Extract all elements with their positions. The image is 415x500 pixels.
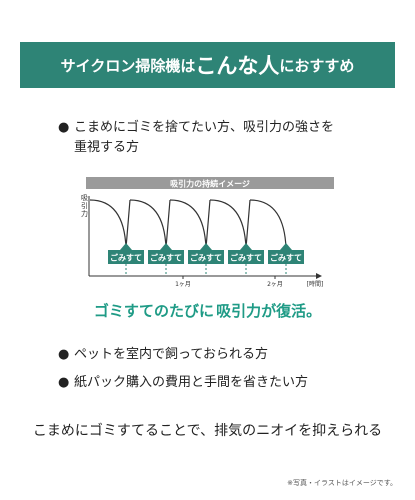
event-pointer-icon <box>280 243 292 250</box>
suction-curves <box>89 199 287 249</box>
x-tick-label-2: 2ヶ月 <box>267 281 283 288</box>
chart-title: 吸引力の持続イメージ <box>170 179 250 189</box>
headline-part3: におすすめ <box>279 56 355 75</box>
event-pointer-icon <box>240 243 252 250</box>
bullet-item-1: ● こまめにゴミを捨てたい方、吸引力の強さを 重視する方 <box>58 118 374 158</box>
headline-part2: こんな人 <box>195 54 280 78</box>
odor-caption: こまめにゴミすてることで、排気のニオイを抑えられる <box>32 423 383 439</box>
event-label-box <box>188 250 224 264</box>
x-axis-arrow-icon <box>316 273 322 279</box>
suction-curve-segment <box>169 199 207 249</box>
y-axis-label-char: 吸 <box>81 194 88 202</box>
x-axis-label: [時間] <box>307 280 324 288</box>
y-axis-label-char: 引 <box>81 201 88 210</box>
bullet-item-3: ● 紙パック購入の費用と手間を省きたい方 <box>58 373 309 393</box>
event-label-box <box>228 250 264 264</box>
bullet-3-line1: 紙パック購入の費用と手間を省きたい方 <box>74 375 309 390</box>
event-label-box <box>148 250 184 264</box>
event-label: ごみすて <box>270 253 302 263</box>
event-pointer-icon <box>120 243 132 250</box>
suction-curve-segment <box>89 199 127 249</box>
y-axis-label: 吸引力 <box>81 194 88 218</box>
image-disclaimer: ※写真・イラストはイメージです。 <box>287 479 397 487</box>
suction-recovery-line <box>245 199 251 249</box>
recovery-caption-part2: 吸引力が復活。 <box>216 302 322 320</box>
bullet-1-line2: 重視する方 <box>74 140 140 155</box>
bullet-item-2: ● ペットを室内で飼っておられる方 <box>58 345 268 365</box>
bullet-dot-icon: ● <box>58 375 70 390</box>
recovery-caption-part1: ゴミすてのたびに <box>93 302 215 320</box>
headline-part1: サイクロン掃除機は <box>60 56 196 75</box>
headline-banner: サイクロン掃除機は こんな人 におすすめ <box>20 42 395 88</box>
event-label: ごみすて <box>190 253 222 263</box>
event-pointer-icon <box>160 243 172 250</box>
event-pointer-icon <box>200 243 212 250</box>
y-axis-label-char: 力 <box>81 209 88 218</box>
event-label: ごみすて <box>150 253 182 263</box>
bullet-dot-icon: ● <box>58 347 70 362</box>
event-label-box <box>268 250 304 264</box>
suction-recovery-line <box>125 199 131 249</box>
recovery-caption: ゴミすてのたびに吸引力が復活。 <box>0 300 415 321</box>
suction-curve-segment <box>129 199 167 249</box>
bullet-2-line1: ペットを室内で飼っておられる方 <box>74 347 268 362</box>
bullet-1-line1: こまめにゴミを捨てたい方、吸引力の強さを <box>74 120 335 135</box>
suction-curve-segment <box>249 199 287 249</box>
suction-curve-segment <box>209 199 247 249</box>
dust-dump-events: ごみすてごみすてごみすてごみすてごみすて <box>108 243 304 276</box>
chart-title-bar <box>86 177 334 189</box>
event-label: ごみすて <box>110 253 142 263</box>
suction-recovery-line <box>165 199 171 249</box>
bullet-dot-icon: ● <box>58 120 70 135</box>
event-label-box <box>108 250 144 264</box>
x-tick-label-1: 1ヶ月 <box>175 281 191 288</box>
event-label: ごみすて <box>230 253 262 263</box>
suction-recovery-line <box>205 199 211 249</box>
